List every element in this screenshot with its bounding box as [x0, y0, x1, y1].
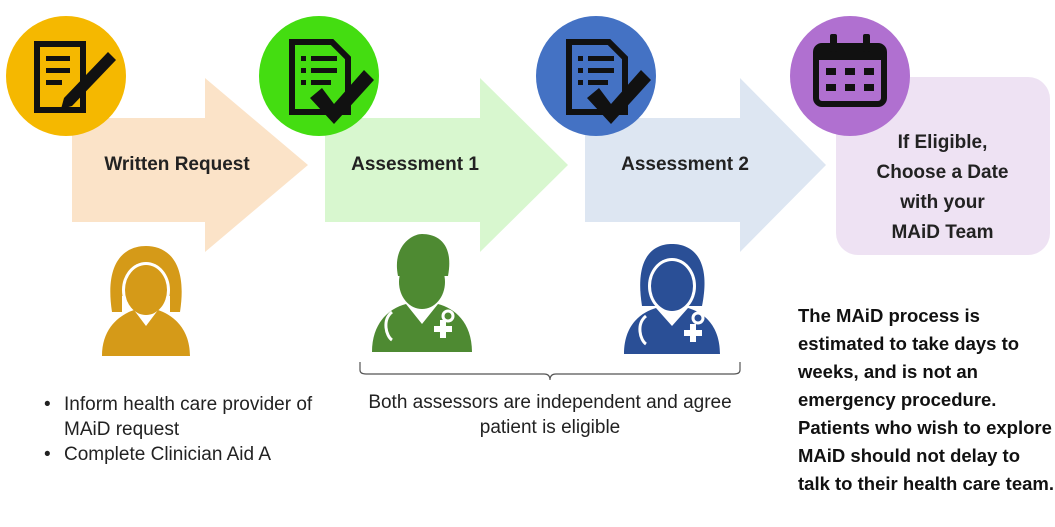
- step-label-assessment-1: Assessment 1: [351, 154, 479, 175]
- step-arrow-1: [72, 78, 308, 252]
- calendar-icon: [790, 16, 910, 136]
- assessors-note: Both assessors are independent and agree…: [368, 392, 732, 438]
- process-note: The MAiD process is estimated to take da…: [798, 305, 1055, 494]
- male-doctor-icon: [372, 234, 472, 352]
- step-label-assessment-2: Assessment 2: [621, 154, 749, 175]
- bullet-item: Complete Clinician Aid A: [44, 442, 344, 467]
- eligible-line-1: If Eligible,: [897, 132, 988, 153]
- assessors-brace: [359, 362, 741, 381]
- pen-document-icon: [6, 16, 126, 136]
- eligible-box: [836, 77, 1050, 255]
- step-arrow-3: [585, 78, 826, 252]
- female-patient-icon: [102, 246, 190, 356]
- checked-document-icon: [259, 16, 379, 136]
- step-arrow-2: [325, 78, 568, 252]
- checked-document-icon: [536, 16, 656, 136]
- eligible-line-4: MAiD Team: [891, 222, 994, 243]
- eligible-line-2: Choose a Date: [876, 162, 1009, 183]
- female-doctor-icon: [624, 244, 720, 354]
- eligible-line-3: with your: [900, 192, 985, 213]
- step-label-written-request: Written Request: [104, 154, 250, 175]
- bullet-item: Inform health care provider of MAiD requ…: [44, 392, 344, 442]
- step-label-eligible: If Eligible, Choose a Date with your MAi…: [840, 128, 1045, 248]
- request-bullet-list: Inform health care provider of MAiD requ…: [44, 392, 344, 467]
